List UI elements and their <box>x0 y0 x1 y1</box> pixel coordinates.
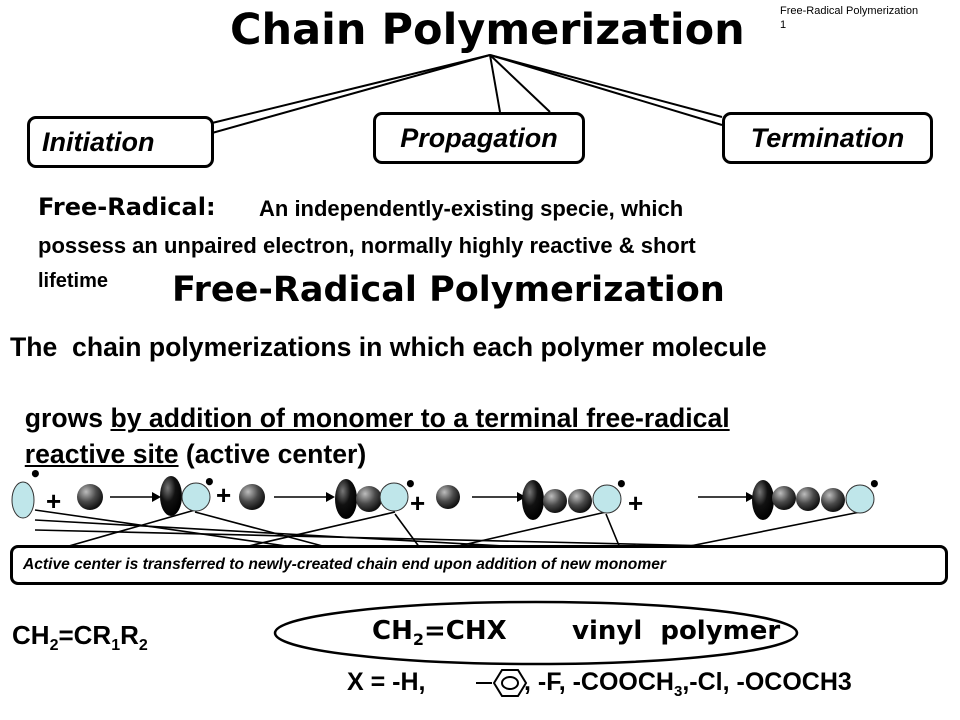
definition-line2: possess an unpaired electron, normally h… <box>38 233 696 258</box>
description-line2-underlined: by addition of monomer to a terminal fre… <box>110 403 730 433</box>
radical-dot: • <box>203 470 216 494</box>
termination-box: Termination <box>722 112 933 164</box>
propagation-label: Propagation <box>400 122 558 153</box>
description-line3-underlined: reactive site <box>24 439 179 469</box>
description-line3-end: (active center) <box>178 439 367 469</box>
vinyl-monomer-formula: CH2=CHX <box>372 616 507 650</box>
active-center-caption: Active center is transferred to newly-cr… <box>23 556 666 573</box>
definition-line3: lifetime <box>38 270 109 292</box>
radical-dot: • <box>868 472 881 496</box>
plus-sign: + <box>46 486 62 516</box>
radical-dot: • <box>404 472 417 496</box>
corner-note-line2: 1 <box>780 19 787 31</box>
description-line3: reactive site (active center) <box>10 408 366 470</box>
radical-dot: • <box>29 462 42 486</box>
x-substituents-start: X = -H, <box>347 668 433 696</box>
general-monomer-formula: CH2=CR1R2 <box>12 620 148 655</box>
description-line2: grows by addition of monomer to a termin… <box>10 372 950 434</box>
definition-term: Free-Radical: <box>38 193 216 221</box>
vinyl-polymer-label: vinyl polymer <box>572 616 781 646</box>
x-substituents-rest: , -F, -COOCH3,-Cl, -OCOCH3 <box>524 668 852 700</box>
initiation-box: Initiation <box>27 116 214 168</box>
plus-sign: + <box>216 480 232 510</box>
plus-sign: + <box>410 488 426 518</box>
definition-line1: An independently-existing specie, which <box>259 196 684 221</box>
active-center-caption-box: Active center is transferred to newly-cr… <box>10 545 948 585</box>
description-line1: The chain polymerizations in which each … <box>10 332 767 362</box>
section-subtitle: Free-Radical Polymerization <box>172 270 725 310</box>
page-title: Chain Polymerization <box>230 5 745 55</box>
corner-note-line1: Free-Radical Polymerization <box>780 5 919 17</box>
radical-dot: • <box>615 472 628 496</box>
corner-note: Free-Radical Polymerization 1 <box>780 4 918 32</box>
initiation-label: Initiation <box>42 126 155 157</box>
description-line2-start: grows <box>24 403 111 433</box>
benzene-ring-icon <box>494 668 526 698</box>
termination-label: Termination <box>750 122 905 153</box>
plus-sign: + <box>628 488 644 518</box>
propagation-box: Propagation <box>373 112 585 164</box>
